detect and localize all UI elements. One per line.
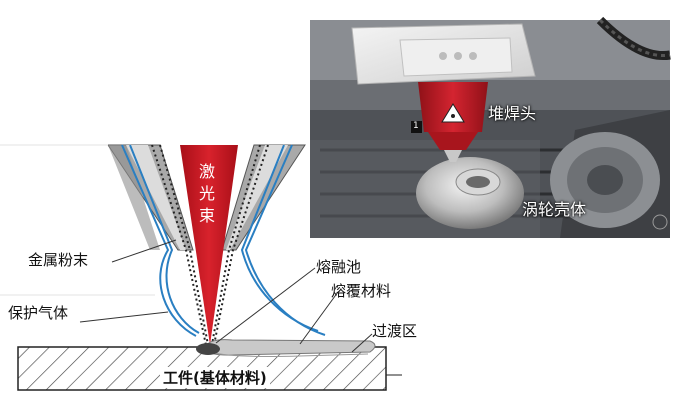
beam-label-char-3: 束 [199,206,216,225]
powder-stream [151,144,269,351]
photo-badge [411,121,422,133]
cladding-track [196,339,376,357]
laser-warning-icon [441,103,465,123]
turbine-housing-label: 涡轮壳体 [522,200,587,219]
metal-powder-label: 金属粉末 [28,251,89,269]
photo-badge-number: 1 [413,121,419,131]
laser-beam [180,145,238,345]
leader-lines [79,239,373,353]
beam-label-char-2: 光 [199,184,216,203]
shielding-gas-label: 保护气体 [8,304,69,322]
cladding-material-label: 熔覆材料 [331,282,392,300]
beam-label-char-1: 激 [199,162,216,181]
melt-pool [196,343,220,355]
melt-pool-label: 熔融池 [316,258,362,276]
photo-panel [310,16,671,238]
workpiece-label: 工件(基体材料) [160,367,270,388]
transition-zone-label: 过渡区 [372,322,418,340]
cladding-head-label: 堆焊头 [488,104,537,123]
watermark-logo [652,214,668,230]
